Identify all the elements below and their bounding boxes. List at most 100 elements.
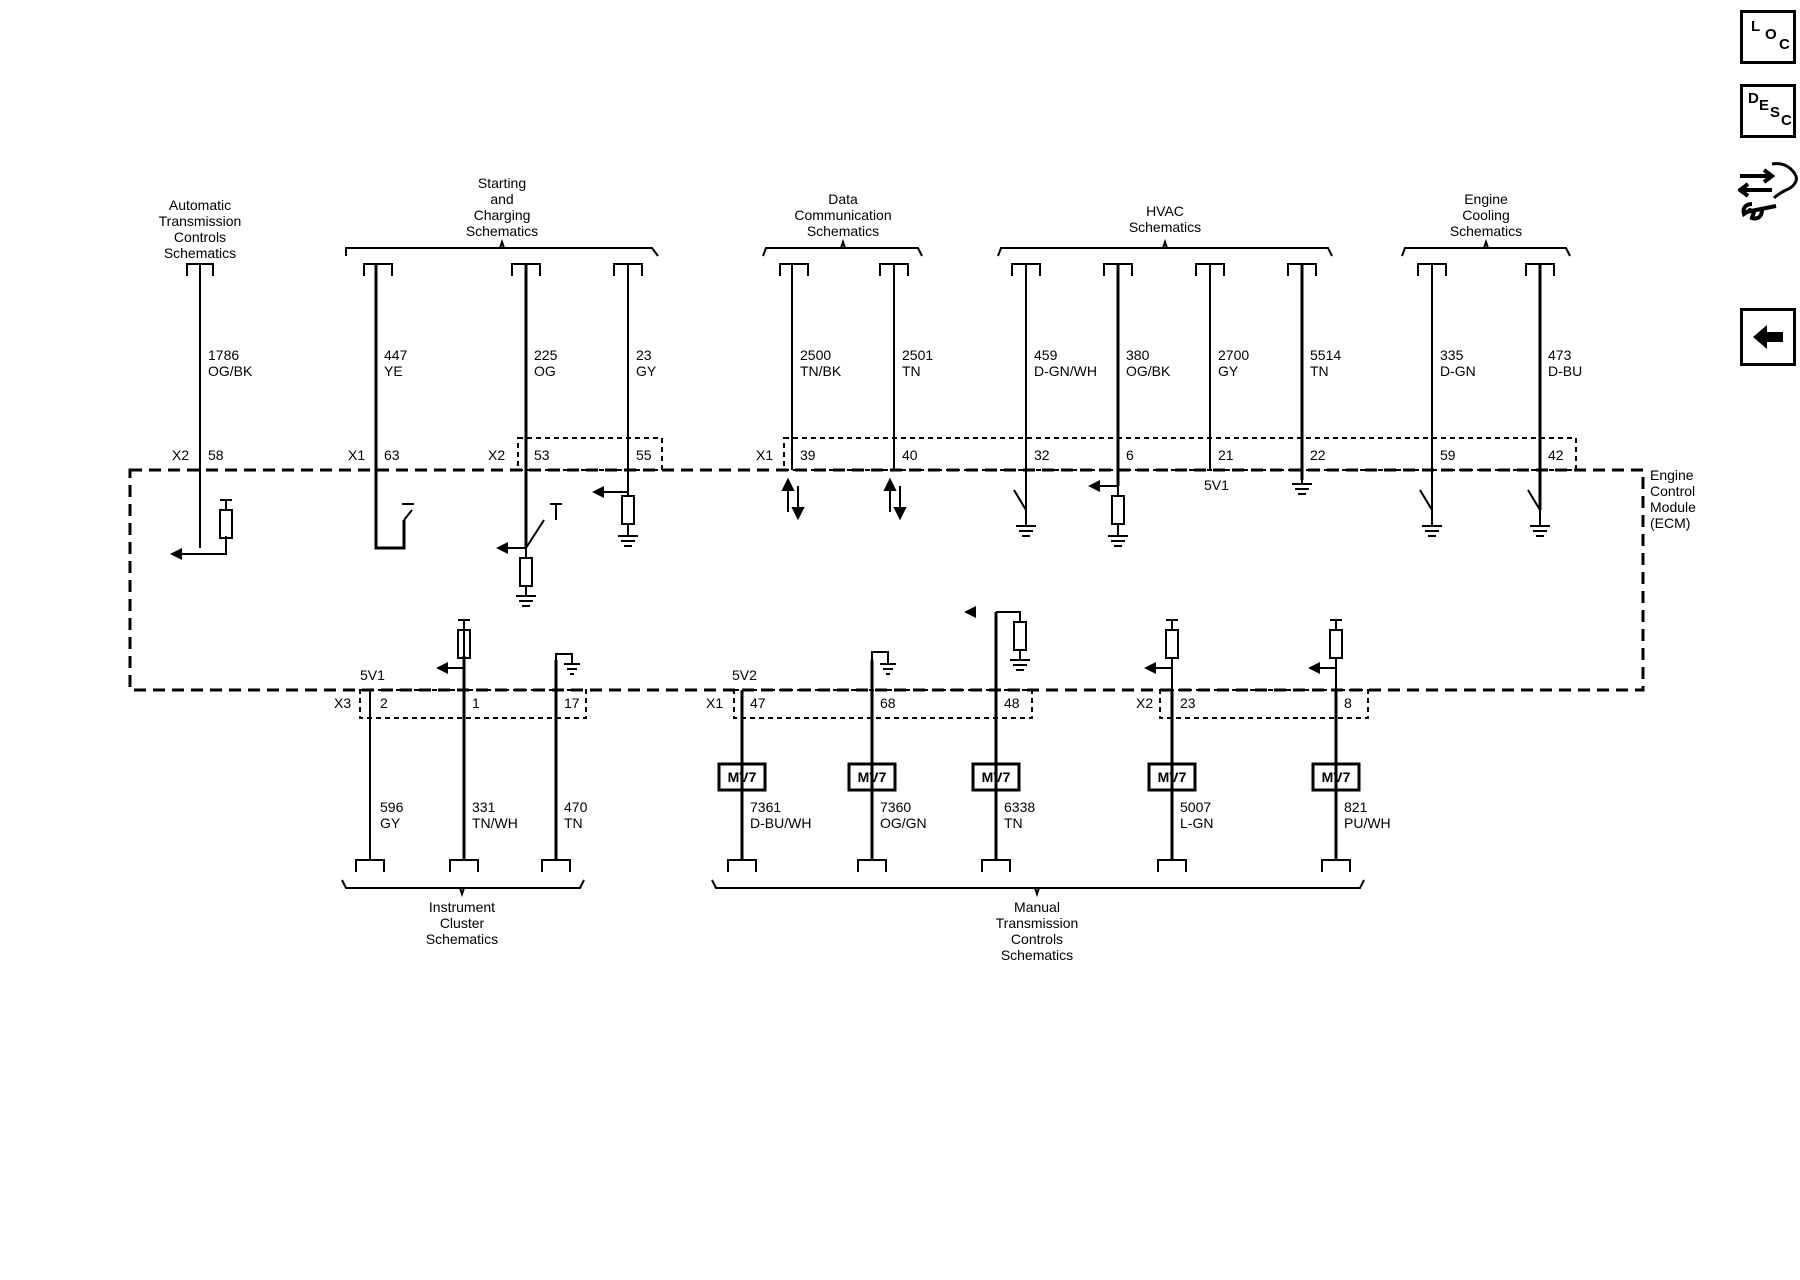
- ecm-label: Engine Control Module (ECM): [1650, 467, 1696, 531]
- pin-number: 17: [564, 695, 580, 711]
- connector-id: X2: [1136, 695, 1153, 711]
- svg-text:MV7: MV7: [982, 769, 1011, 785]
- connector-id: X1: [756, 447, 773, 463]
- bottom-wire-labels: 596 GY 331 TN/WH 470 TN 7361 D-BU/WH 736…: [380, 799, 1391, 831]
- wire-color: OG: [534, 363, 556, 379]
- wire-color: OG/BK: [1126, 363, 1171, 379]
- wire-color: L-GN: [1180, 815, 1213, 831]
- circuit-number: 447: [384, 347, 408, 363]
- wire-color: TN: [1004, 815, 1023, 831]
- circuit-number: 470: [564, 799, 588, 815]
- circuit-number: 380: [1126, 347, 1150, 363]
- desc-letter-c: C: [1781, 112, 1792, 129]
- pin-number: 68: [880, 695, 896, 711]
- connector-id: X1: [348, 447, 365, 463]
- pin-number: 39: [800, 447, 816, 463]
- group-title-line: Schematics: [1001, 947, 1073, 963]
- top-pin-labels: X2 58 X1 63 X2 53 55 X1 39 40 32 6 21 22…: [172, 447, 1564, 493]
- mv7-labels: MV7 MV7 MV7 MV7 MV7: [728, 769, 1351, 785]
- group-title-line: Cluster: [440, 915, 485, 931]
- brace-starting-charging: [345, 238, 659, 257]
- data-direction-arrows: [781, 477, 907, 521]
- circuit-number: 5514: [1310, 347, 1341, 363]
- connector-id: X1: [706, 695, 723, 711]
- circuit-number: 331: [472, 799, 496, 815]
- pin-number: 53: [534, 447, 550, 463]
- circuit-number: 473: [1548, 347, 1572, 363]
- circuit-number: 23: [636, 347, 652, 363]
- supply-label: 5V1: [360, 667, 385, 683]
- back-button[interactable]: [1740, 308, 1796, 366]
- wire-color: GY: [1218, 363, 1239, 379]
- circuit-number: 596: [380, 799, 404, 815]
- brace-data-communication: [762, 238, 923, 257]
- connector-x3-box: [359, 689, 587, 719]
- group-title-line: Engine: [1464, 191, 1508, 207]
- connector-id: X3: [334, 695, 351, 711]
- group-title-line: HVAC: [1146, 203, 1184, 219]
- wire-color: D-GN: [1440, 363, 1476, 379]
- description-button[interactable]: D E S C: [1740, 84, 1796, 138]
- group-title-line: Manual: [1014, 899, 1060, 915]
- wire-harness-wrench-icon[interactable]: [1738, 154, 1800, 224]
- group-title-line: Instrument: [429, 899, 495, 915]
- group-title-line: Starting: [478, 175, 526, 191]
- pin-number: 22: [1310, 447, 1326, 463]
- circuit-number: 335: [1440, 347, 1464, 363]
- connector-x1-39-42-box: [783, 437, 1577, 471]
- circuit-number: 5007: [1180, 799, 1211, 815]
- connector-x2-bottom-box: [1159, 689, 1369, 719]
- wire-color: D-BU/WH: [750, 815, 811, 831]
- group-title-line: Schematics: [426, 931, 498, 947]
- group-title-line: Schematics: [164, 245, 236, 261]
- supply-label: 5V1: [1204, 477, 1229, 493]
- pin-number: 40: [902, 447, 918, 463]
- circuit-number: 821: [1344, 799, 1368, 815]
- group-title-line: Charging: [474, 207, 531, 223]
- group-title-line: Cooling: [1462, 207, 1509, 223]
- pin-number: 55: [636, 447, 652, 463]
- wire-color: GY: [636, 363, 657, 379]
- desc-letter-d: D: [1748, 90, 1759, 107]
- bottom-group-titles: Instrument Cluster Schematics Manual Tra…: [426, 899, 1079, 963]
- group-title-line: Automatic: [169, 197, 231, 213]
- wire-color: PU/WH: [1344, 815, 1391, 831]
- group-title-line: Schematics: [1129, 219, 1201, 235]
- loc-letter-l: L: [1751, 18, 1761, 35]
- wire-color: D-BU: [1548, 363, 1582, 379]
- group-title-line: Communication: [794, 207, 891, 223]
- group-title-line: Schematics: [807, 223, 879, 239]
- connector-x1-bottom-box: [733, 689, 1033, 719]
- circuit-number: 2501: [902, 347, 933, 363]
- wire-color: GY: [380, 815, 401, 831]
- pin-number: 6: [1126, 447, 1134, 463]
- circuit-number: 2700: [1218, 347, 1249, 363]
- wire-color: YE: [384, 363, 403, 379]
- svg-text:MV7: MV7: [858, 769, 887, 785]
- svg-text:MV7: MV7: [1158, 769, 1187, 785]
- top-group-titles: Automatic Transmission Controls Schemati…: [159, 175, 1523, 261]
- pin-number: 23: [1180, 695, 1196, 711]
- svg-text:MV7: MV7: [1322, 769, 1351, 785]
- connector-id: X2: [172, 447, 189, 463]
- wire-color: OG/GN: [880, 815, 927, 831]
- pin-number: 2: [380, 695, 388, 711]
- svg-text:Control: Control: [1650, 483, 1695, 499]
- group-title-line: Data: [828, 191, 858, 207]
- circuit-number: 1786: [208, 347, 239, 363]
- svg-text:Module: Module: [1650, 499, 1696, 515]
- signal-arrows: [170, 480, 1320, 674]
- pin-number: 59: [1440, 447, 1456, 463]
- pin-number: 48: [1004, 695, 1020, 711]
- bottom-pin-labels: X3 2 5V1 1 17 X1 47 5V2 68 48 X2 23 8: [334, 667, 1352, 711]
- location-button[interactable]: L O C: [1740, 10, 1796, 64]
- top-wire-labels: 1786 OG/BK 447 YE 225 OG 23 GY 2500 TN/B…: [208, 347, 1582, 379]
- pin-number: 42: [1548, 447, 1564, 463]
- group-title-line: Controls: [174, 229, 226, 245]
- circuit-number: 459: [1034, 347, 1058, 363]
- supply-label: 5V2: [732, 667, 757, 683]
- pin-number: 58: [208, 447, 224, 463]
- pin-number: 47: [750, 695, 766, 711]
- circuit-number: 6338: [1004, 799, 1035, 815]
- arrow-left-icon: [1753, 325, 1783, 349]
